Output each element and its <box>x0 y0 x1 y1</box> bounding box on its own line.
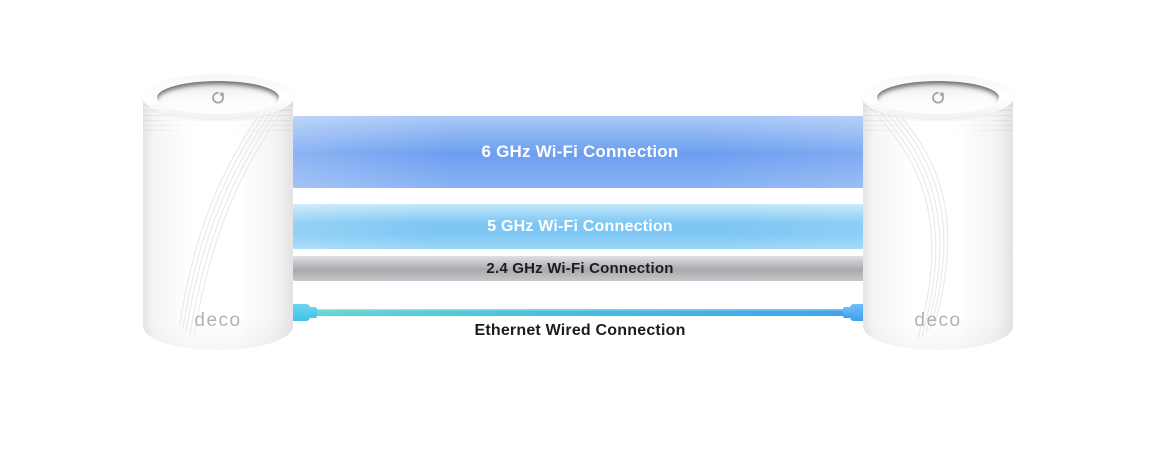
wifi-6ghz-label: 6 GHz Wi-Fi Connection <box>481 142 679 161</box>
device-body <box>863 97 1013 350</box>
device-top-face <box>142 74 294 120</box>
ethernet-cable <box>307 309 853 316</box>
wifi-24ghz-band: 2.4 GHz Wi-Fi Connection <box>293 256 867 281</box>
deco-logo: deco <box>194 310 242 331</box>
tp-link-logo-icon <box>212 91 224 104</box>
device-top-ring <box>877 81 999 114</box>
connection-bands: 6 GHz Wi-Fi Connection 5 GHz Wi-Fi Conne… <box>288 0 872 458</box>
ethernet-label: Ethernet Wired Connection <box>474 322 686 339</box>
ethernet-connection <box>288 301 872 323</box>
body-swoosh-lines <box>863 94 949 339</box>
deco-logo: deco <box>914 310 962 331</box>
wifi-24ghz-label: 2.4 GHz Wi-Fi Connection <box>486 260 674 277</box>
deco-unit-right: deco <box>862 74 1014 350</box>
deco-unit-left: deco <box>142 74 294 350</box>
wifi-5ghz-band: 5 GHz Wi-Fi Connection <box>293 204 867 249</box>
ethernet-connector-left <box>288 304 317 321</box>
ethernet-label-row: Ethernet Wired Connection <box>293 322 867 340</box>
wifi-5ghz-label: 5 GHz Wi-Fi Connection <box>487 217 673 235</box>
wifi-6ghz-band: 6 GHz Wi-Fi Connection <box>293 116 867 188</box>
tp-link-logo-icon <box>932 91 944 104</box>
device-top-ring <box>157 81 279 114</box>
device-top-face <box>862 74 1014 120</box>
